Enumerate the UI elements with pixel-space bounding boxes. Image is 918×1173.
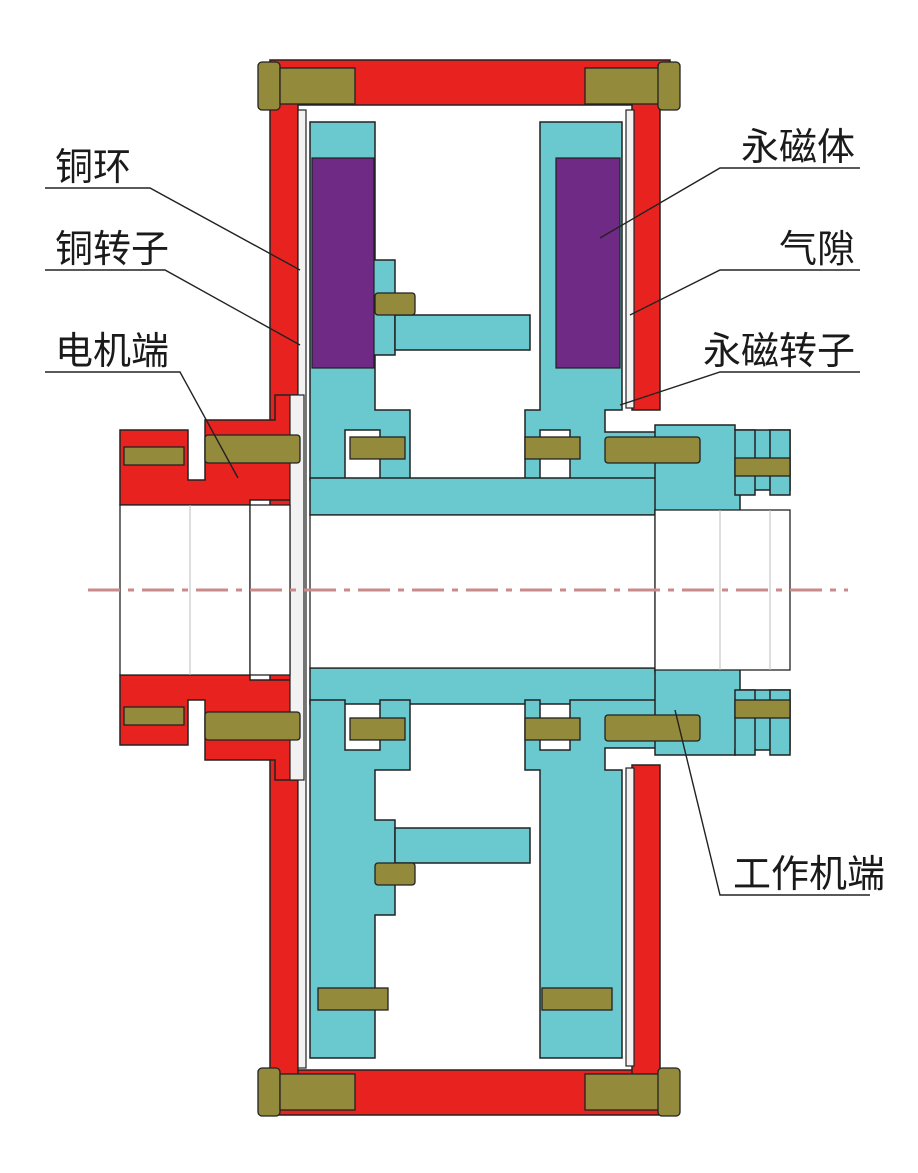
label-permanent-magnet: 永磁体 [741,125,855,169]
label-copper-ring: 铜环 [55,145,131,189]
label-motor-end: 电机端 [55,329,169,373]
copper-ring [289,109,635,1069]
right-side-plate-lower [631,764,661,1076]
right-side-plate [631,99,661,411]
permanent-magnets [311,157,621,369]
label-load-end: 工作机端 [733,852,885,896]
label-copper-rotor: 铜转子 [55,227,169,271]
magnet-right [555,157,621,369]
leader-lines [45,167,870,896]
bolts [123,61,791,1117]
magnet-left [311,157,375,369]
label-pm-rotor: 永磁转子 [703,329,855,373]
label-air-gap: 气隙 [779,227,855,271]
